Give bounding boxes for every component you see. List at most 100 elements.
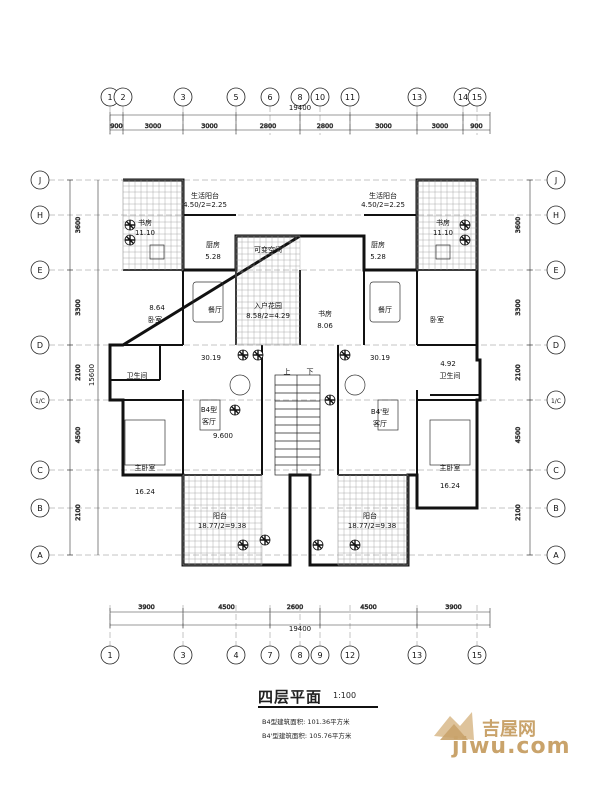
vertical-total-dimension: 15600	[88, 364, 96, 386]
svg-text:5: 5	[233, 93, 238, 102]
svg-text:D: D	[553, 341, 559, 350]
axis-top-3: 3	[173, 87, 193, 107]
room-labels: 生活阳台 4.50/2=2.25 生活阳台 4.50/2=2.25 厨房 5.2…	[127, 191, 461, 530]
svg-text:2: 2	[120, 93, 125, 102]
svg-text:9: 9	[317, 651, 322, 660]
plant-icon	[459, 219, 471, 231]
svg-text:B: B	[37, 504, 43, 513]
room-balcony-top-left: 生活阳台	[191, 191, 219, 200]
svg-text:4500: 4500	[74, 427, 82, 444]
svg-text:3: 3	[180, 651, 185, 660]
watermark-brand: 吉屋网	[482, 719, 536, 740]
svg-text:2100: 2100	[74, 504, 82, 521]
room-shaft: 可变空间	[254, 245, 282, 254]
axis-bottom-8: 8	[290, 645, 310, 665]
axis-left-H: H	[30, 205, 50, 225]
axis-top-5: 5	[226, 87, 246, 107]
plant-icon	[124, 219, 136, 231]
overall-dimension-bottom: 19400	[289, 625, 311, 633]
axis-left-B: B	[30, 498, 50, 518]
svg-text:7: 7	[267, 651, 272, 660]
svg-text:2100: 2100	[74, 364, 82, 381]
svg-text:2800: 2800	[260, 122, 277, 130]
room-terrace-right-area: 18.77/2=9.38	[348, 522, 396, 530]
svg-text:A: A	[37, 551, 43, 560]
room-dining-left: 餐厅	[208, 305, 222, 314]
plan-scale: 1:100	[333, 691, 357, 700]
svg-text:H: H	[37, 211, 43, 220]
axis-left-C: C	[30, 460, 50, 480]
room-hall-right: 客厅	[373, 419, 387, 428]
room-bath-left: 卫生间	[127, 371, 148, 380]
svg-text:3300: 3300	[514, 299, 522, 316]
plant-icon	[237, 539, 249, 551]
room-bedroom-left: 卧室	[148, 315, 162, 324]
room-study-left-area: 11.10	[135, 229, 155, 237]
room-kitchen-left-area: 5.28	[205, 253, 221, 261]
plant-icon	[339, 349, 351, 361]
svg-text:E: E	[37, 266, 42, 275]
svg-text:8: 8	[297, 93, 302, 102]
room-master-right-area: 16.24	[440, 482, 461, 490]
svg-text:15: 15	[472, 651, 482, 660]
axis-left-D: D	[30, 335, 50, 355]
svg-text:3000: 3000	[375, 122, 392, 130]
room-kitchen-right-area: 5.28	[370, 253, 386, 261]
interior-walls	[110, 180, 480, 476]
axis-top-15: 15	[467, 87, 487, 107]
room-terrace-left-area: 18.77/2=9.38	[198, 522, 246, 530]
plant-icon	[459, 234, 471, 246]
room-den-right-area: 8.06	[317, 322, 333, 330]
plant-icon	[237, 349, 249, 361]
watermark-url: jiwu.com	[452, 734, 571, 759]
svg-text:900: 900	[470, 122, 482, 130]
room-hall-left-type: B4型	[201, 405, 217, 414]
room-study-left: 书房	[138, 218, 152, 227]
svg-text:11: 11	[345, 93, 355, 102]
svg-text:2100: 2100	[514, 364, 522, 381]
axis-right-1/C: 1/C	[546, 390, 566, 410]
room-master-left-area: 16.24	[135, 488, 156, 496]
svg-text:3600: 3600	[514, 217, 522, 234]
axis-top-8: 8	[290, 87, 310, 107]
room-entry-garden: 入户花园	[254, 301, 282, 310]
plant-icon	[229, 404, 241, 416]
svg-text:15: 15	[472, 93, 482, 102]
room-balcony-top-right: 生活阳台	[369, 191, 397, 200]
axis-bottom-1: 1	[100, 645, 120, 665]
room-den-right: 书房	[318, 309, 332, 318]
axis-top-6: 6	[260, 87, 280, 107]
area-note-1: B4型建筑面积: 101.36平方米	[262, 718, 350, 726]
axis-left-E: E	[30, 260, 50, 280]
room-living-left-area: 30.19	[201, 354, 221, 362]
svg-text:D: D	[37, 341, 43, 350]
axis-right-D: D	[546, 335, 566, 355]
svg-text:3300: 3300	[74, 299, 82, 316]
axis-bottom-4: 4	[226, 645, 246, 665]
plant-icons	[124, 219, 471, 551]
stair-down: 下	[307, 368, 314, 376]
svg-text:3900: 3900	[445, 603, 462, 611]
svg-text:12: 12	[345, 651, 355, 660]
watermark-logo-icon	[434, 712, 474, 740]
svg-text:1: 1	[107, 651, 112, 660]
axis-right-H: H	[546, 205, 566, 225]
axis-left-A: A	[30, 545, 50, 565]
axis-bottom-9: 9	[310, 645, 330, 665]
room-hall-right-type: B4'型	[371, 407, 389, 416]
plant-icon	[349, 539, 361, 551]
room-living-right-area: 30.19	[370, 354, 390, 362]
room-entry-garden-area: 8.58/2=4.29	[246, 312, 290, 320]
svg-text:H: H	[553, 211, 559, 220]
svg-text:3000: 3000	[201, 122, 218, 130]
room-hall-left: 客厅	[202, 417, 216, 426]
room-master-right: 主卧室	[440, 463, 461, 472]
room-bedroom-right: 卧室	[430, 315, 444, 324]
svg-text:3000: 3000	[432, 122, 449, 130]
svg-text:C: C	[37, 466, 43, 475]
svg-text:B: B	[553, 504, 559, 513]
axis-bottom-13: 13	[407, 645, 427, 665]
room-bath-right-area: 4.92	[440, 360, 456, 368]
